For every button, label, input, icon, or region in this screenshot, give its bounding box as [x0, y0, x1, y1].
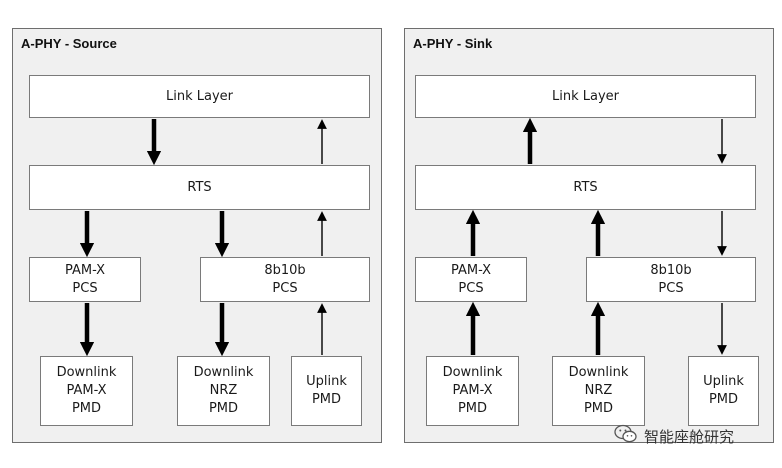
sink-downlink-pamx-pmd-line1: Downlink: [442, 365, 503, 380]
sink-downlink-pamx-pmd-line2: PAM-X: [452, 383, 493, 398]
sink-downlink-pamx-pmd-line3: PMD: [457, 401, 488, 416]
source-link-layer-label: Link Layer: [166, 88, 233, 104]
sink-8b10b-pcs-line2: PCS: [658, 280, 684, 296]
source-pamx-pcs-box: PAM-X PCS: [29, 257, 141, 302]
sink-pamx-pcs-box: PAM-X PCS: [415, 257, 527, 302]
source-downlink-pamx-pmd-line2: PAM-X: [66, 383, 107, 398]
source-downlink-pamx-pmd-line3: PMD: [71, 401, 102, 416]
source-downlink-nrz-pmd-line1: Downlink: [193, 365, 254, 380]
sink-downlink-nrz-pmd-line3: PMD: [583, 401, 614, 416]
sink-uplink-pmd-box: Uplink PMD: [688, 356, 759, 426]
source-pamx-pcs-line1: PAM-X: [64, 262, 106, 278]
sink-uplink-pmd-line1: Uplink: [703, 374, 744, 389]
source-downlink-nrz-pmd-line3: PMD: [208, 401, 239, 416]
source-8b10b-pcs-line1: 8b10b: [264, 262, 306, 278]
sink-rts-box: RTS: [415, 165, 756, 210]
source-rts-box: RTS: [29, 165, 370, 210]
source-downlink-pamx-pmd-line1: Downlink: [56, 365, 117, 380]
sink-downlink-nrz-pmd-line2: NRZ: [584, 383, 613, 398]
source-pamx-pcs-line2: PCS: [72, 280, 98, 296]
sink-pamx-pcs-line1: PAM-X: [450, 262, 492, 278]
source-panel-title: A-PHY - Source: [21, 36, 117, 51]
sink-downlink-pamx-pmd-box: Downlink PAM-X PMD: [426, 356, 519, 426]
source-8b10b-pcs-box: 8b10b PCS: [200, 257, 370, 302]
sink-downlink-nrz-pmd-box: Downlink NRZ PMD: [552, 356, 645, 426]
sink-8b10b-pcs-box: 8b10b PCS: [586, 257, 756, 302]
source-rts-label: RTS: [187, 179, 212, 195]
sink-8b10b-pcs-line1: 8b10b: [650, 262, 692, 278]
sink-uplink-pmd-line2: PMD: [708, 392, 739, 407]
source-downlink-nrz-pmd-line2: NRZ: [209, 383, 238, 398]
watermark-text: 智能座舱研究: [644, 427, 735, 446]
source-downlink-nrz-pmd-box: Downlink NRZ PMD: [177, 356, 270, 426]
source-uplink-pmd-line2: PMD: [311, 392, 342, 407]
source-downlink-pamx-pmd-box: Downlink PAM-X PMD: [40, 356, 133, 426]
source-link-layer-box: Link Layer: [29, 75, 370, 118]
wechat-icon: [614, 424, 638, 448]
sink-link-layer-box: Link Layer: [415, 75, 756, 118]
source-8b10b-pcs-line2: PCS: [272, 280, 298, 296]
sink-pamx-pcs-line2: PCS: [458, 280, 484, 296]
source-uplink-pmd-box: Uplink PMD: [291, 356, 362, 426]
sink-downlink-nrz-pmd-line1: Downlink: [568, 365, 629, 380]
watermark: 智能座舱研究: [614, 424, 734, 448]
sink-rts-label: RTS: [573, 179, 598, 195]
sink-panel-title: A-PHY - Sink: [413, 36, 493, 51]
source-uplink-pmd-line1: Uplink: [306, 374, 347, 389]
sink-link-layer-label: Link Layer: [552, 88, 619, 104]
